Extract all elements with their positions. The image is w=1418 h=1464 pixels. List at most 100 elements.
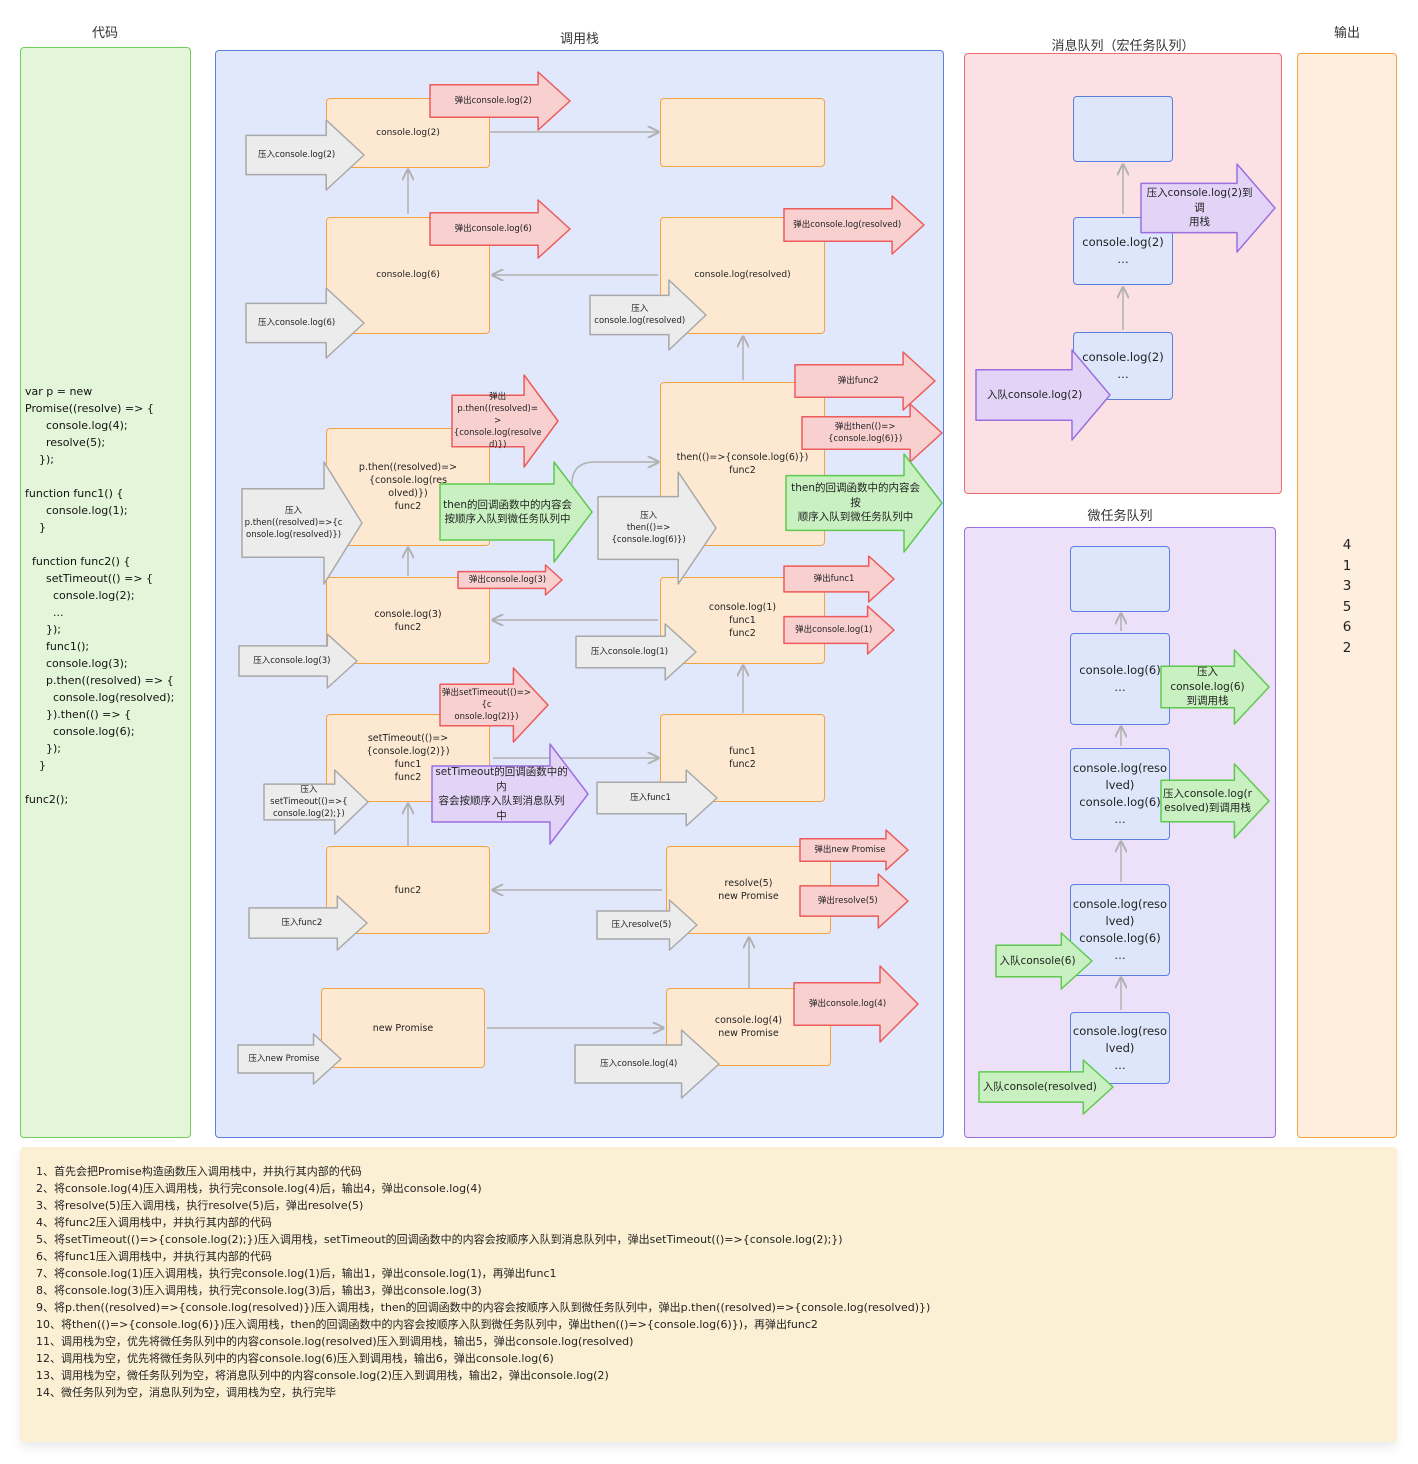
- note-arrow-shape: [431, 743, 589, 845]
- pop-arrow-shape: [801, 403, 943, 463]
- note-arrow-shape: [439, 461, 593, 563]
- push-arrow-shape: [574, 1029, 720, 1099]
- code-line: p.then((resolved) => {: [25, 674, 174, 687]
- pop-arrow-label: 弹出p.then((resolved)= >{console.log(resol…: [453, 392, 542, 450]
- push-arrow-label: 压入func2: [281, 918, 323, 928]
- code-line: func2();: [25, 793, 69, 806]
- micro-queue-title: 微任务队列: [1087, 509, 1153, 524]
- push-arrow-shape: [237, 1033, 342, 1085]
- code-line: setTimeout(() => {: [25, 572, 154, 585]
- pop-arrow-shape: [793, 965, 919, 1043]
- push-arrow-shape: [597, 471, 717, 585]
- note-arrow-label: then的回调函数中的内容会按 顺序入队到微任务队列中: [791, 482, 920, 524]
- step-line: 1、首先会把Promise构造函数压入调用栈中，并执行其内部的代码: [36, 1165, 362, 1178]
- push-arrow-label: 压入console.log(6): [258, 318, 336, 328]
- output-value: 4: [1342, 537, 1352, 553]
- micro-enqueue-arrow-shape: [995, 932, 1093, 990]
- pop-arrow-label: 弹出new Promise: [814, 845, 886, 855]
- micro-push-arrow-label: 压入console.log(r esolved)到调用栈: [1163, 787, 1252, 815]
- pop-arrow-shape: [799, 829, 909, 871]
- code-line: console.log(1);: [25, 504, 128, 517]
- micro-push-arrow-shape: [1160, 649, 1270, 725]
- pop-arrow-label: 弹出func1: [813, 574, 855, 584]
- step-line: 2、将console.log(4)压入调用栈，执行完console.log(4)…: [36, 1182, 482, 1195]
- stack-box-empty: [660, 98, 825, 167]
- connector-arrow: [571, 462, 658, 485]
- code-line: resolve(5);: [25, 436, 106, 449]
- push-arrow-label: 压入 then(()=>{console.log(6)}): [611, 511, 686, 545]
- push-arrow-shape: [596, 899, 698, 951]
- code-line: console.log(resolved);: [25, 691, 175, 704]
- push-arrow-shape: [248, 895, 368, 951]
- micro-enqueue-arrow-label: 入队console(6): [999, 954, 1076, 967]
- macro-queue-title: 消息队列（宏任务队列）: [1051, 39, 1195, 54]
- step-line: 6、将func1压入调用栈中，并执行其内部的代码: [36, 1250, 272, 1263]
- micro-box-empty: [1070, 546, 1170, 612]
- push-arrow-label: 压入new Promise: [248, 1054, 320, 1064]
- note-arrow-label: setTimeout的回调函数中的内 容会按顺序入队到消息队列中: [435, 766, 568, 822]
- push-arrow-shape: [596, 769, 718, 827]
- code-line: function func2() {: [25, 555, 131, 568]
- step-line: 14、微任务队列为空，消息队列为空，调用栈为空，执行完毕: [36, 1386, 336, 1399]
- code-line: var p = new: [25, 385, 93, 398]
- push-arrow-shape: [238, 633, 358, 689]
- code-line: });: [25, 623, 61, 636]
- pop-arrow-shape: [429, 199, 571, 259]
- micro-enqueue-arrow-label: 入队console(resolved): [982, 1080, 1097, 1093]
- note-arrow-label: then的回调函数中的内容会 按顺序入队到微任务队列中: [443, 498, 572, 526]
- pop-arrow-shape: [783, 555, 895, 603]
- macro-push-arrow-label: 压入console.log(2)到调 用栈: [1146, 187, 1253, 229]
- steps-list: 1、首先会把Promise构造函数压入调用栈中，并执行其内部的代码 2、将cons…: [36, 1163, 930, 1401]
- pop-arrow-label: 弹出console.log(4): [808, 999, 887, 1009]
- stack-box-console-log-3: console.log(3) func2: [326, 577, 490, 664]
- micro-enqueue-arrow-shape: [978, 1059, 1114, 1115]
- push-arrow-label: 压入resolve(5): [611, 920, 672, 930]
- micro-push-arrow-shape: [1160, 763, 1270, 839]
- pop-arrow-label: 弹出resolve(5): [817, 896, 878, 906]
- code-line: }).then(() => {: [25, 708, 132, 721]
- code-line: Promise((resolve) => {: [25, 402, 154, 415]
- stack-box-resolve: resolve(5) new Promise: [666, 846, 831, 934]
- step-line: 3、将resolve(5)压入调用栈，执行resolve(5)后，弹出resol…: [36, 1199, 364, 1212]
- output-value: 6: [1342, 619, 1352, 636]
- push-arrow-shape: [263, 769, 369, 835]
- output-value: 5: [1342, 598, 1352, 615]
- macro-push-arrow-shape: [1140, 163, 1276, 253]
- push-arrow-label: 压入setTimeout(()=>{ console.log(2);}): [270, 785, 348, 819]
- step-line: 10、将then(()=>{console.log(6)})压入调用栈，then…: [36, 1318, 818, 1331]
- step-line: 13、调用栈为空，微任务队列为空，将消息队列中的内容console.log(2)…: [36, 1369, 609, 1382]
- step-line: 12、调用栈为空，优先将微任务队列中的内容console.log(6)压入到调用…: [36, 1352, 554, 1365]
- code-line: console.log(2);: [25, 589, 135, 602]
- pop-arrow-shape: [439, 667, 549, 743]
- code-line: func1();: [25, 640, 90, 653]
- push-arrow-label: 压入console.log(resolved): [594, 304, 686, 326]
- push-arrow-shape: [241, 461, 363, 585]
- output-panel: 4 1 3 5 6 2: [1297, 53, 1397, 1138]
- code-line: });: [25, 742, 61, 755]
- code-line: });: [25, 453, 54, 466]
- code-line: }: [25, 759, 46, 772]
- pop-arrow-label: 弹出console.log(3): [468, 575, 547, 585]
- micro-box-console-log-6: console.log(6) …: [1070, 633, 1170, 725]
- stack-title: 调用栈: [559, 32, 599, 47]
- push-arrow-shape: [245, 287, 365, 359]
- micro-push-arrow-label: 压入console.log(6) 到调用栈: [1170, 666, 1245, 708]
- output-value: 1: [1342, 557, 1352, 574]
- pop-arrow-shape: [799, 873, 909, 929]
- stack-box-new-promise: new Promise: [321, 988, 485, 1068]
- push-arrow-label: 压入p.then((resolved)=>{c onsole.log(resol…: [244, 506, 343, 540]
- micro-box-resolved: console.log(reso lved) …: [1070, 1012, 1170, 1084]
- pop-arrow-label: 弹出func2: [837, 376, 879, 386]
- pop-arrow-shape: [451, 374, 559, 468]
- push-arrow-shape: [245, 119, 365, 191]
- code-line: ...: [25, 606, 64, 619]
- macro-enqueue-arrow-label: 入队console.log(2): [986, 388, 1083, 401]
- pop-arrow-shape: [794, 351, 936, 411]
- push-arrow-shape: [575, 623, 697, 681]
- output-value: 3: [1342, 578, 1352, 595]
- output-value: 2: [1342, 639, 1352, 656]
- steps-panel: [20, 1147, 1397, 1442]
